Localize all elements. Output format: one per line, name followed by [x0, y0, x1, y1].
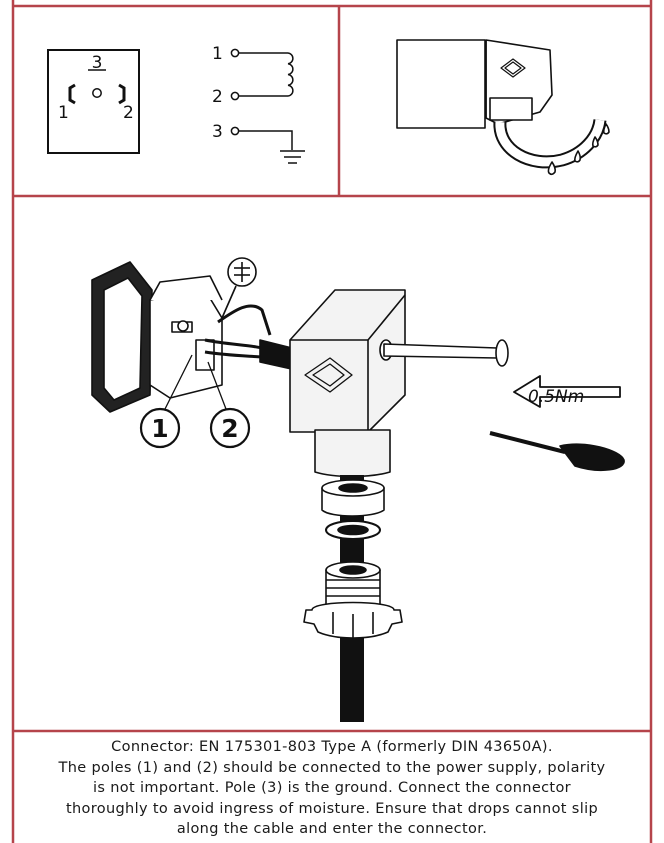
water-drop-icon — [547, 161, 556, 176]
coil-symbol — [287, 52, 294, 97]
torque-label: 0.5Nm — [528, 387, 584, 407]
pinout-label-3: 3 — [92, 53, 103, 73]
pinout-diagram: 3 1 2 — [47, 49, 140, 154]
connector-housing — [289, 289, 406, 433]
gland-nut — [303, 561, 403, 639]
connector-neck — [314, 429, 391, 478]
drip-loop-illustration — [396, 39, 610, 176]
panel-frame — [11, 0, 653, 843]
pinout-label-1: 1 — [58, 103, 69, 123]
callout-2-circle — [209, 407, 251, 449]
caption-line: thoroughly to avoid ingress of moisture.… — [65, 800, 599, 817]
caption-line: along the cable and enter the connector. — [176, 821, 488, 838]
water-drop-icon — [574, 150, 582, 163]
water-drop-icon — [602, 123, 610, 135]
screwdriver — [489, 431, 625, 472]
pinout-label-2: 2 — [123, 103, 134, 123]
schematic-label-3: 3 — [212, 122, 223, 142]
caption-line: is not important. Pole (3) is the ground… — [93, 780, 571, 797]
connector-logo-icon — [304, 357, 353, 393]
pinout-left-contact — [68, 83, 76, 105]
ground-symbol — [280, 150, 305, 164]
callout-1-circle — [139, 407, 181, 449]
connector-logo-icon — [500, 58, 526, 78]
pinout-center-pin — [92, 88, 102, 98]
water-drop-icon — [591, 136, 599, 148]
caption: Connector: EN 175301-803 Type A (formerl… — [14, 737, 650, 840]
pinout-right-contact — [118, 83, 126, 105]
torque-arrow — [513, 375, 621, 408]
callout-2-label: 2 — [221, 414, 238, 443]
caption-line: Connector: EN 175301-803 Type A (formerl… — [111, 739, 553, 755]
schematic-label-1: 1 — [212, 44, 223, 64]
caption-line: The poles (1) and (2) should be connecte… — [58, 759, 606, 776]
fixing-screw — [383, 339, 509, 367]
callout-1-label: 1 — [151, 414, 168, 443]
seal-ring — [325, 520, 381, 540]
assembly-illustration — [91, 257, 625, 722]
wiring-schematic — [230, 48, 305, 164]
washer — [321, 479, 385, 517]
schematic-label-2: 2 — [212, 87, 223, 107]
